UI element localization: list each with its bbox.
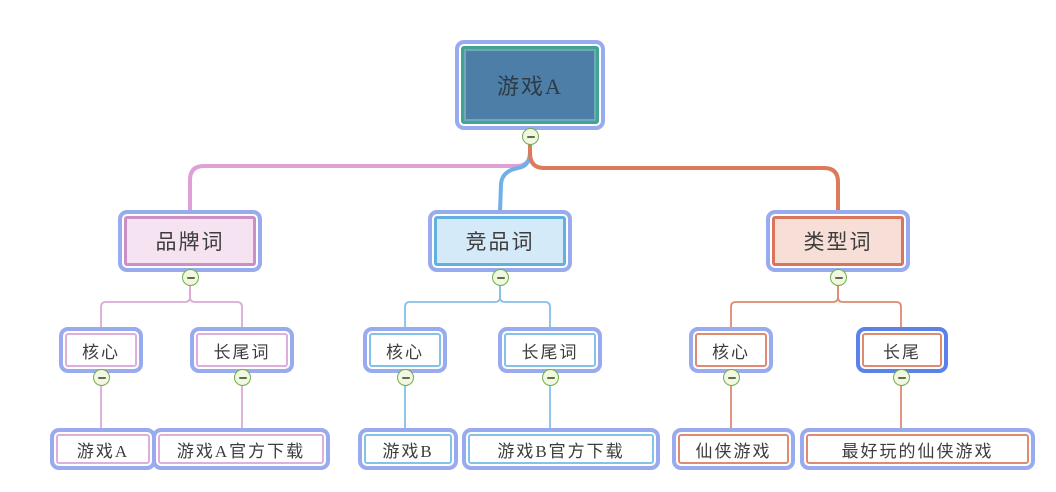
connector-root-to-type (528, 141, 840, 214)
collapse-icon-brand-longtail[interactable] (234, 369, 251, 386)
leaf-brand-longtail-label: 游戏A官方下载 (158, 434, 324, 464)
leaf-comp-longtail-label: 游戏B官方下载 (468, 434, 654, 464)
branch-brand-label: 品牌词 (124, 216, 256, 266)
connector-root-to-brand (188, 141, 532, 214)
root-node-label: 游戏A (461, 46, 599, 124)
leaf-type-longtail-label: 最好玩的仙侠游戏 (806, 434, 1029, 464)
minus-icon (727, 376, 736, 379)
collapse-icon-brand-core[interactable] (93, 369, 110, 386)
branch-competitor-node[interactable]: 竞品词 (428, 210, 572, 272)
collapse-icon-type-core[interactable] (723, 369, 740, 386)
brand-core-node[interactable]: 核心 (59, 327, 143, 373)
root-node[interactable]: 游戏A (455, 40, 605, 130)
collapse-icon-type[interactable] (830, 269, 847, 286)
minus-icon (186, 276, 195, 279)
leaf-type-core-node[interactable]: 仙侠游戏 (672, 428, 795, 470)
minus-icon (97, 376, 106, 379)
collapse-icon-type-longtail[interactable] (893, 369, 910, 386)
branch-type-node[interactable]: 类型词 (766, 210, 910, 272)
comp-core-label: 核心 (369, 333, 441, 367)
collapse-icon-comp[interactable] (492, 269, 509, 286)
type-longtail-label: 长尾 (862, 333, 942, 367)
leaf-type-longtail-node[interactable]: 最好玩的仙侠游戏 (800, 428, 1035, 470)
brand-longtail-node[interactable]: 长尾词 (190, 327, 294, 373)
leaf-comp-core-label: 游戏B (364, 434, 452, 464)
comp-longtail-label: 长尾词 (504, 333, 596, 367)
leaf-brand-core-node[interactable]: 游戏A (50, 428, 156, 470)
leaf-brand-core-label: 游戏A (56, 434, 150, 464)
collapse-icon-comp-core[interactable] (397, 369, 414, 386)
collapse-icon-root[interactable] (522, 128, 539, 145)
connector-type-to-core (730, 285, 839, 329)
minus-icon (238, 376, 247, 379)
connector-brand-to-core (100, 285, 191, 329)
minus-icon (496, 276, 505, 279)
branch-competitor-label: 竞品词 (434, 216, 566, 266)
leaf-comp-core-node[interactable]: 游戏B (358, 428, 458, 470)
minus-icon (897, 376, 906, 379)
connector-comp-to-core (404, 285, 501, 329)
connector-type-to-longtail (837, 285, 902, 329)
brand-core-label: 核心 (65, 333, 137, 367)
type-longtail-node-selected[interactable]: 长尾 (856, 327, 948, 373)
minus-icon (546, 376, 555, 379)
collapse-icon-comp-longtail[interactable] (542, 369, 559, 386)
connector-brand-to-longtail (189, 285, 243, 329)
branch-brand-node[interactable]: 品牌词 (118, 210, 262, 272)
branch-type-label: 类型词 (772, 216, 904, 266)
minus-icon (834, 276, 843, 279)
type-core-node[interactable]: 核心 (689, 327, 773, 373)
brand-longtail-label: 长尾词 (196, 333, 288, 367)
minus-icon (401, 376, 410, 379)
minus-icon (526, 135, 535, 138)
connector-comp-to-longtail (499, 285, 551, 329)
leaf-type-core-label: 仙侠游戏 (678, 434, 789, 464)
collapse-icon-brand[interactable] (182, 269, 199, 286)
comp-core-node[interactable]: 核心 (363, 327, 447, 373)
connector-root-to-comp (498, 141, 532, 214)
leaf-brand-longtail-node[interactable]: 游戏A官方下载 (152, 428, 330, 470)
type-core-label: 核心 (695, 333, 767, 367)
leaf-comp-longtail-node[interactable]: 游戏B官方下载 (462, 428, 660, 470)
comp-longtail-node[interactable]: 长尾词 (498, 327, 602, 373)
